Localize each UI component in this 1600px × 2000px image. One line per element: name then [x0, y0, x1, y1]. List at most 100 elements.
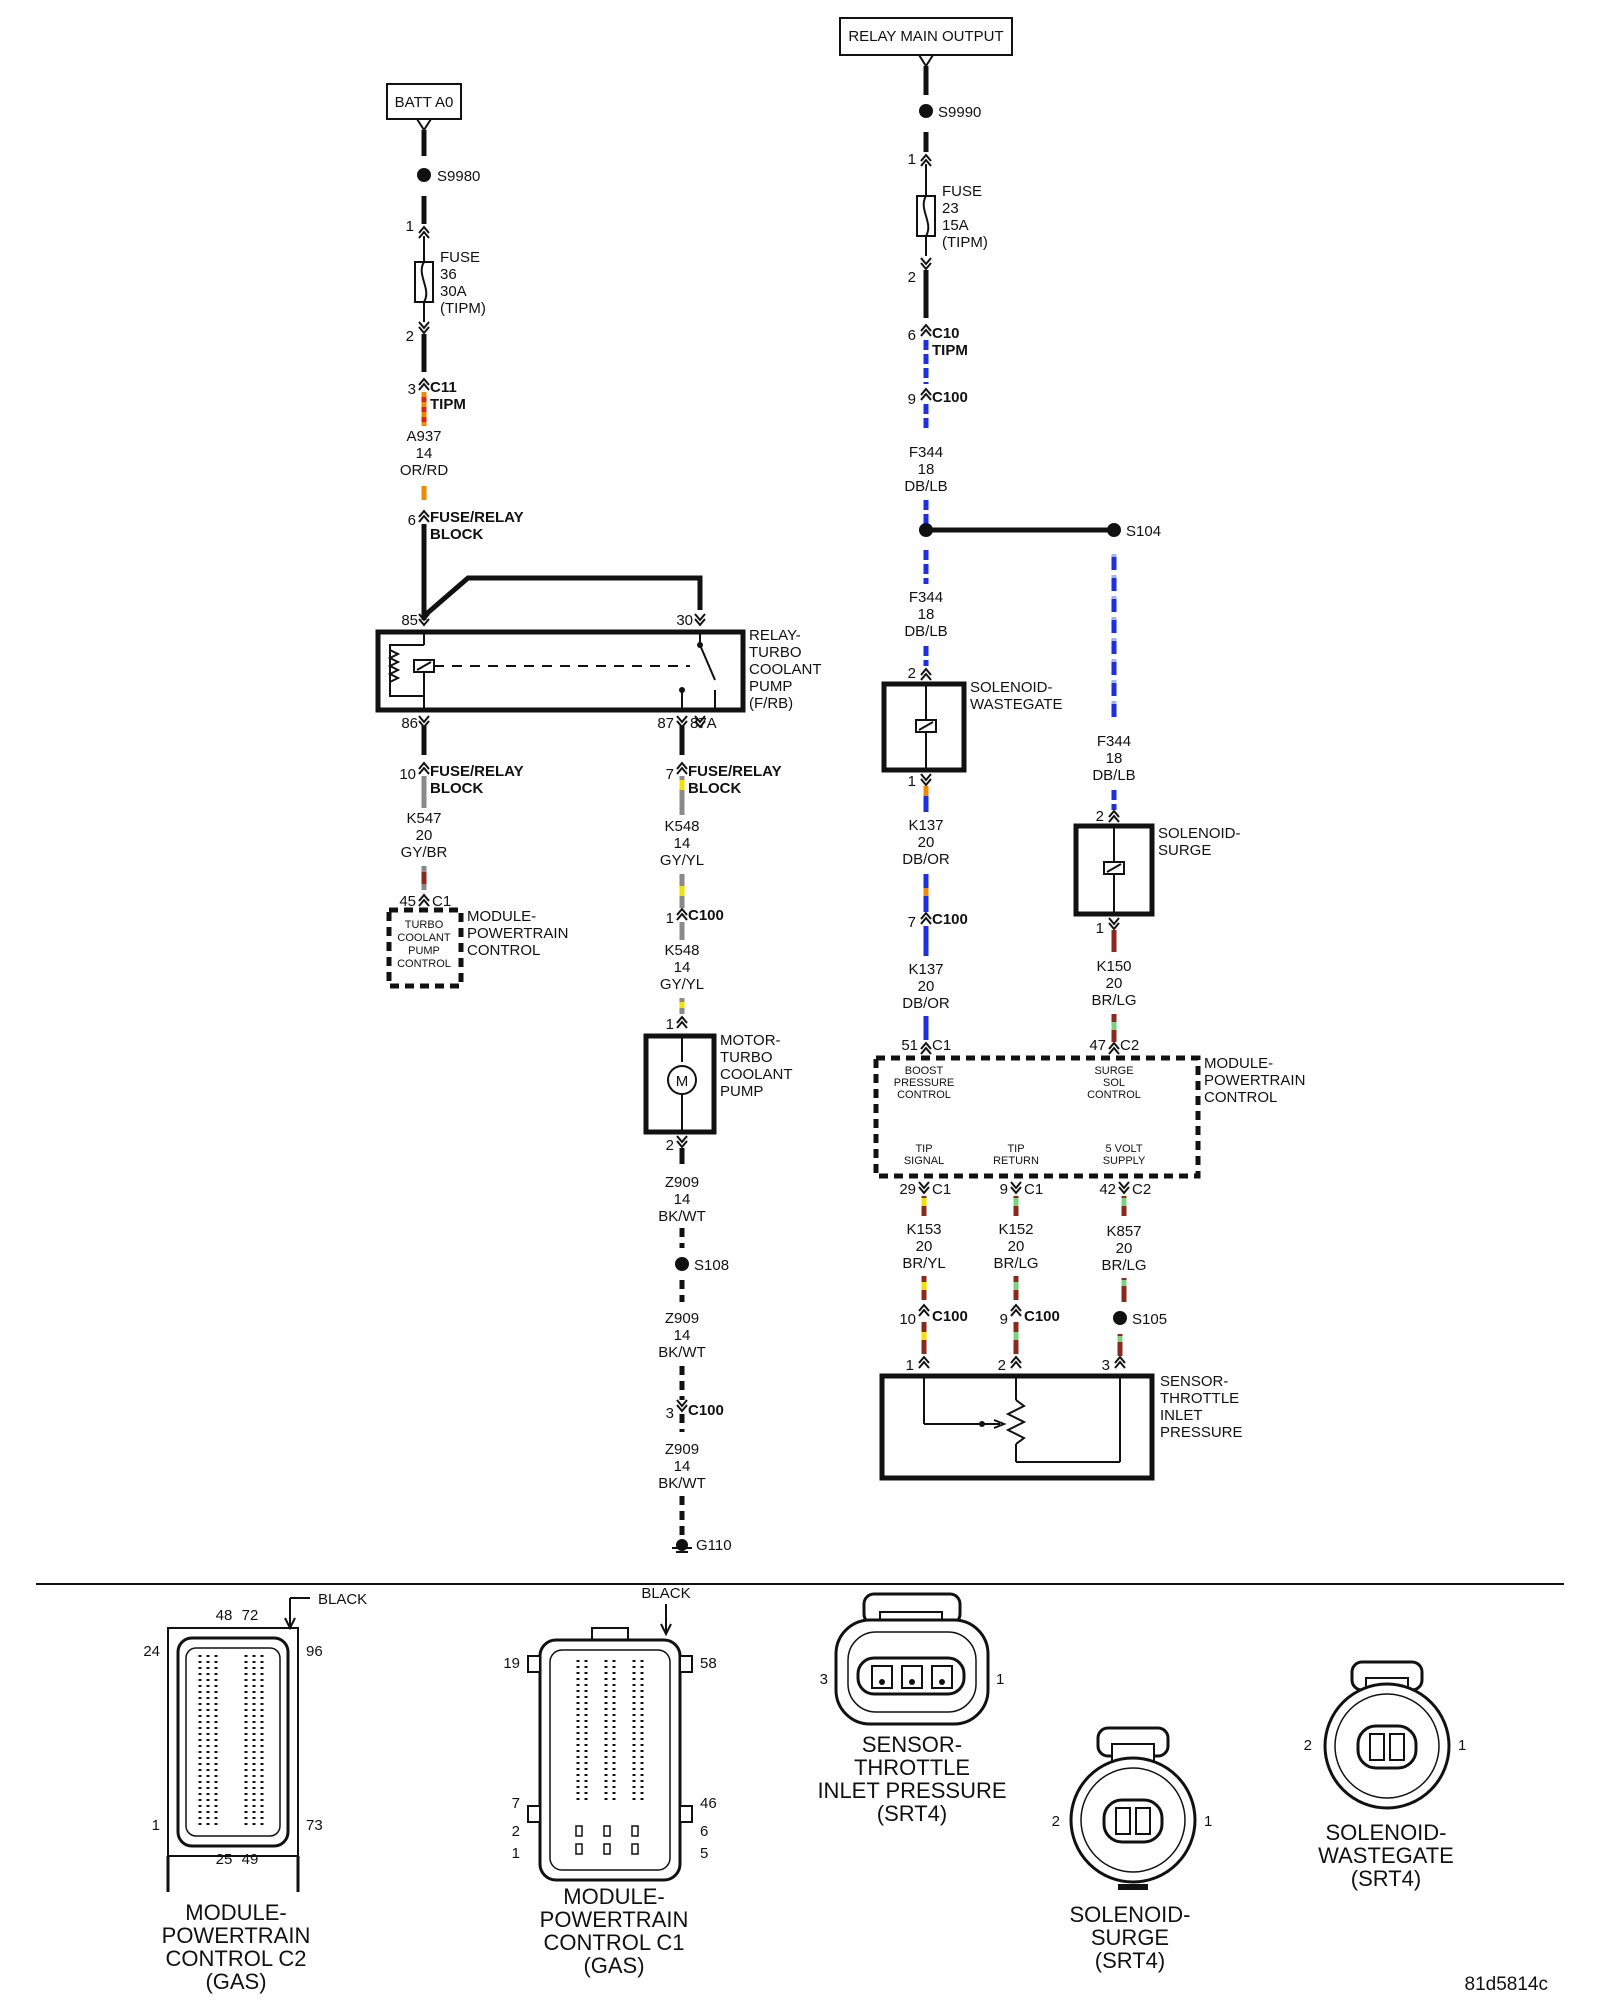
wire-k548a-color: GY/YL: [660, 852, 704, 869]
c100-k548-label: C100: [688, 907, 724, 924]
wire-z909c-circuit: Z909: [665, 1441, 699, 1458]
pcm-tipret-1: TIP: [1007, 1143, 1024, 1155]
pcm-left-func-1: TURBO: [405, 919, 444, 931]
tipview-pin-3: 3: [820, 1671, 828, 1688]
pcm-surge-2: SOL: [1103, 1077, 1125, 1089]
fuse23-label-1: FUSE: [942, 183, 982, 200]
wire-k153-gauge: 20: [916, 1238, 933, 1255]
wire-f344c-color: DB/LB: [1092, 767, 1135, 784]
wire-f344b-gauge: 18: [918, 606, 935, 623]
wire-k547-gauge: 20: [416, 827, 433, 844]
wire-f344b-circuit: F344: [909, 589, 943, 606]
wire-a937-color: OR/RD: [400, 462, 449, 479]
wire-k153-circuit: K153: [906, 1221, 941, 1238]
c1-pin-46: 46: [700, 1795, 717, 1812]
wgview-label-3: (SRT4): [1351, 1866, 1422, 1891]
surge-pin-2: 2: [1096, 808, 1104, 825]
connector-view-c1: [527, 1604, 693, 1882]
pcm-boost-3: CONTROL: [897, 1089, 951, 1101]
wire-z909b-color: BK/WT: [658, 1344, 706, 1361]
motor-label-4: PUMP: [720, 1083, 763, 1100]
relay-label-4: PUMP: [749, 678, 792, 695]
tipview-label-4: (SRT4): [877, 1801, 948, 1826]
frb-k547-pin: 10: [399, 766, 416, 783]
pcm-supply-1: 5 VOLT: [1105, 1143, 1142, 1155]
tip-label-2: THROTTLE: [1160, 1390, 1239, 1407]
c2-pin-72: 72: [242, 1607, 259, 1624]
pcm-surge-3: CONTROL: [1087, 1089, 1141, 1101]
wire-k150-circuit: K150: [1096, 958, 1131, 975]
c2-pin-48: 48: [216, 1607, 233, 1624]
c1-pin-6: 6: [700, 1823, 708, 1840]
c100-k137-label: C100: [932, 911, 968, 928]
wgview-label-1: SOLENOID-: [1325, 1820, 1446, 1845]
fuse36-label-3: 30A: [440, 283, 467, 300]
c2-k857-label: C2: [1132, 1181, 1151, 1198]
c10-label: C10: [932, 325, 960, 342]
fuse36-label-2: 36: [440, 266, 457, 283]
connector-view-c2: [166, 1597, 310, 1892]
tip-pin-2: 2: [998, 1357, 1006, 1374]
pcm-right-module: [873, 1055, 1201, 1179]
c2-pin-24: 24: [143, 1643, 160, 1660]
surgeview-label-3: (SRT4): [1095, 1948, 1166, 1973]
connector-view-wastegate: [1323, 1660, 1451, 1810]
wire-z909a-gauge: 14: [674, 1191, 691, 1208]
frb-a937-pin: 6: [408, 512, 416, 529]
tip-label-1: SENSOR-: [1160, 1373, 1228, 1390]
wire-a937-gauge: 14: [416, 445, 433, 462]
relay-label-5: (F/RB): [749, 695, 793, 712]
c100-f344-label: C100: [932, 389, 968, 406]
wire-k547-circuit: K547: [406, 810, 441, 827]
motor-label-1: MOTOR-: [720, 1032, 781, 1049]
fuse36-label-1: FUSE: [440, 249, 480, 266]
c100-k548-pin: 1: [666, 910, 674, 927]
frb-k548-pin: 7: [666, 766, 674, 783]
wire-z909b-circuit: Z909: [665, 1310, 699, 1327]
wire-z909c-color: BK/WT: [658, 1475, 706, 1492]
c1-k547-label: C1: [432, 893, 451, 910]
c11-pin: 3: [408, 381, 416, 398]
fuse36-pin1: 1: [406, 218, 414, 235]
c10-tipm-label: TIPM: [932, 342, 968, 359]
c2-k857-pin: 42: [1099, 1181, 1116, 1198]
tip-label-3: INLET: [1160, 1407, 1203, 1424]
figure-id: 81d5814c: [1465, 1974, 1548, 1995]
wire-k857-color: BR/LG: [1101, 1257, 1146, 1274]
c1-pin-7: 7: [512, 1795, 520, 1812]
pcm-tipsig-1: TIP: [915, 1143, 932, 1155]
c100-k152-pin: 9: [1000, 1311, 1008, 1328]
wastegate-label-1: SOLENOID-: [970, 679, 1053, 696]
motor-label-3: COOLANT: [720, 1066, 793, 1083]
relay-main-output-label: RELAY MAIN OUTPUT: [848, 28, 1003, 45]
c2-label-1: MODULE-: [185, 1900, 286, 1925]
fuse23-label-2: 23: [942, 200, 959, 217]
c2-k150-pin: 47: [1089, 1037, 1106, 1054]
c2-label-4: (GAS): [205, 1969, 266, 1994]
connector-view-tip: [834, 1592, 990, 1726]
wire-k548b-color: GY/YL: [660, 976, 704, 993]
pcm-right-label-1: MODULE-: [1204, 1055, 1273, 1072]
relay-label-1: RELAY-: [749, 627, 801, 644]
pcm-left-label-1: MODULE-: [467, 908, 536, 925]
wastegate-pin-1: 1: [908, 773, 916, 790]
surgeview-pin-2: 2: [1052, 1813, 1060, 1830]
tipview-label-1: SENSOR-: [862, 1732, 962, 1757]
tipview-pin-1: 1: [996, 1671, 1004, 1688]
pcm-right-label-3: CONTROL: [1204, 1089, 1277, 1106]
relay-pin-85: 85: [401, 612, 418, 629]
frb-a937-label-2: BLOCK: [430, 526, 483, 543]
c1-k152-pin: 9: [1000, 1181, 1008, 1198]
relay-pin-30: 30: [676, 612, 693, 629]
c1-label-1: MODULE-: [563, 1884, 664, 1909]
splice-s104: [1107, 523, 1121, 537]
pcm-left-label-3: CONTROL: [467, 942, 540, 959]
motor-symbol: M: [676, 1073, 689, 1090]
c100-z909-label: C100: [688, 1402, 724, 1419]
wire-z909a-color: BK/WT: [658, 1208, 706, 1225]
c10-pin: 6: [908, 327, 916, 344]
motor-label-2: TURBO: [720, 1049, 773, 1066]
wire-f344b-color: DB/LB: [904, 623, 947, 640]
wire-k137a-gauge: 20: [918, 834, 935, 851]
c2-pin-1: 1: [152, 1817, 160, 1834]
